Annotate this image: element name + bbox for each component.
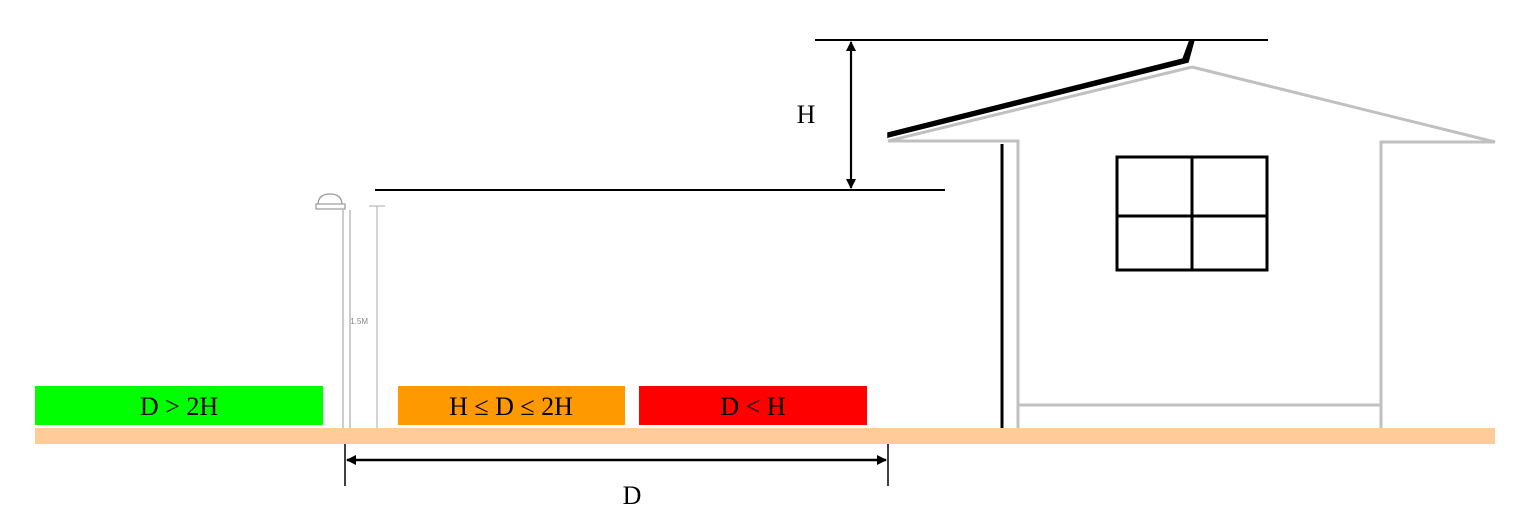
antenna-base	[315, 203, 346, 210]
house	[887, 39, 1496, 428]
zone-far: D > 2H	[35, 386, 323, 425]
distance-label: D	[623, 481, 642, 510]
house-roof-outline-left	[887, 65, 1193, 428]
antenna-dome-icon	[317, 193, 343, 206]
zone-middle-box	[398, 386, 625, 425]
zone-far-box	[35, 386, 323, 425]
pole-height-label: 1.5M	[350, 317, 368, 326]
zone-near-box	[639, 386, 867, 425]
zone-far-label: D > 2H	[140, 392, 218, 421]
zone-middle: H ≤ D ≤ 2H	[398, 386, 625, 425]
zone-near-label: D < H	[720, 392, 785, 421]
zone-middle-label: H ≤ D ≤ 2H	[449, 392, 573, 421]
house-roof-outline	[1191, 65, 1496, 428]
house-window-icon	[1115, 155, 1269, 272]
zone-near: D < H	[639, 386, 867, 425]
pole-height-dimension: 1.5M	[350, 205, 385, 428]
ground-strip	[35, 428, 1495, 444]
height-label: H	[797, 100, 816, 129]
antenna-pole	[315, 193, 351, 428]
roof-obstruction-edge	[887, 39, 1195, 138]
distance-dimension: D	[344, 444, 889, 510]
height-dimension: H	[797, 41, 856, 189]
